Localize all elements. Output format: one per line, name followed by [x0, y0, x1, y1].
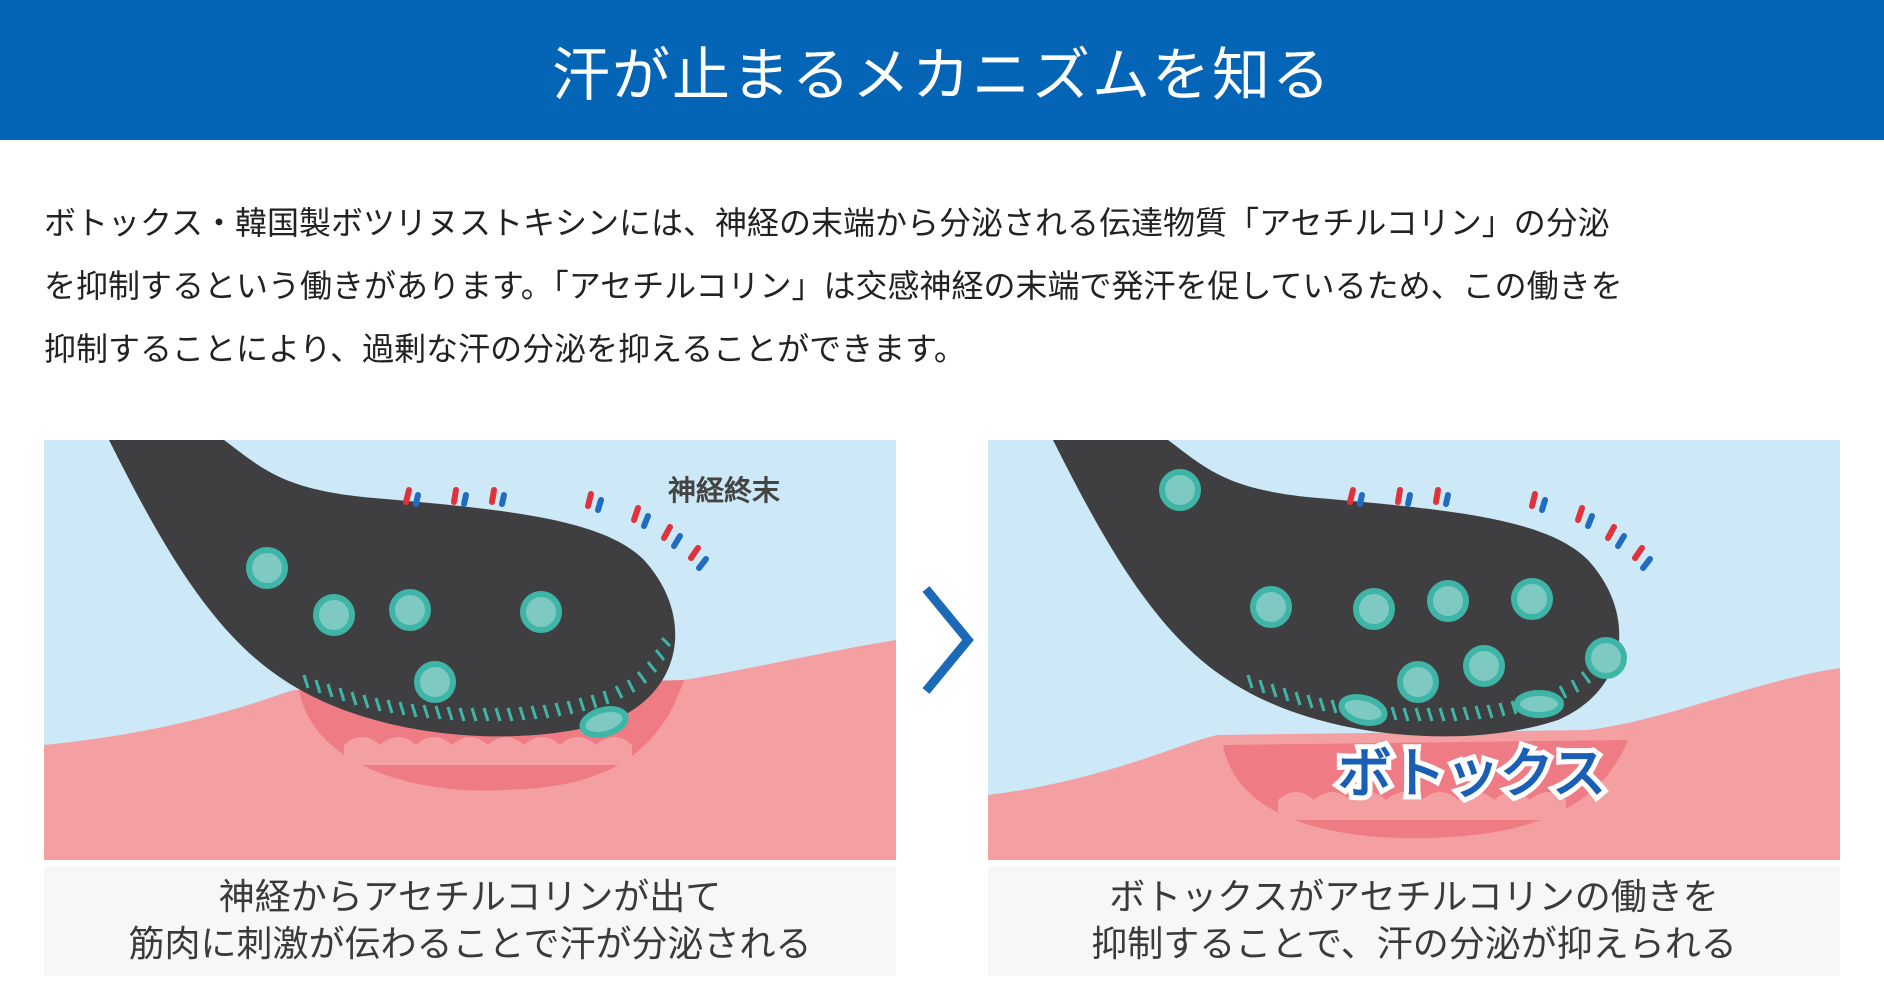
- receptors: [403, 487, 709, 571]
- caption-line: 神経からアセチルコリンが出て: [218, 877, 722, 918]
- intro-line: ボトックス・韓国製ボツリヌストキシンには、神経の末端から分泌される伝達物質「アセ…: [44, 204, 1610, 242]
- caption-line: 筋肉に刺激が伝わることで汗が分泌される: [128, 924, 812, 965]
- diagram-panel-normal: 神経終末: [44, 440, 896, 860]
- diagram-panel-botox: ボトックス: [988, 440, 1840, 860]
- vesicles: [246, 547, 629, 738]
- intro-paragraph: ボトックス・韓国製ボツリヌストキシンには、神経の末端から分泌される伝達物質「アセ…: [44, 192, 1844, 381]
- caption-botox: ボトックスがアセチルコリンの働きを 抑制することで、汗の分泌が抑えられる: [988, 866, 1840, 976]
- release-sites: [302, 636, 672, 722]
- botox-label: ボトックス: [1338, 742, 1606, 805]
- caption-line: 抑制することで、汗の分泌が抑えられる: [1091, 924, 1737, 965]
- nerve-diagram-botox: ボトックス: [988, 440, 1840, 860]
- nerve-diagram-normal: 神経終末: [44, 440, 896, 860]
- caption-line: ボトックスがアセチルコリンの働きを: [1109, 877, 1719, 918]
- chevron-right-icon: [922, 586, 974, 694]
- page-title: 汗が止まるメカニズムを知る: [551, 41, 1332, 109]
- page-header: 汗が止まるメカニズムを知る: [0, 0, 1884, 140]
- nerve-terminal: [109, 440, 676, 737]
- intro-line: を抑制するという働きがあります。「アセチルコリン」は交感神経の末端で発汗を促して…: [44, 267, 1623, 305]
- intro-line: 抑制することにより、過剰な汗の分泌を抑えることができます。: [44, 330, 966, 368]
- muscle-surface: [1278, 792, 1566, 820]
- muscle-surface: [344, 737, 632, 765]
- nerve-terminal-label: 神経終末: [668, 474, 780, 507]
- receptors: [1347, 487, 1653, 571]
- caption-normal: 神経からアセチルコリンが出て 筋肉に刺激が伝わることで汗が分泌される: [44, 866, 896, 976]
- vesicles: [1159, 469, 1627, 726]
